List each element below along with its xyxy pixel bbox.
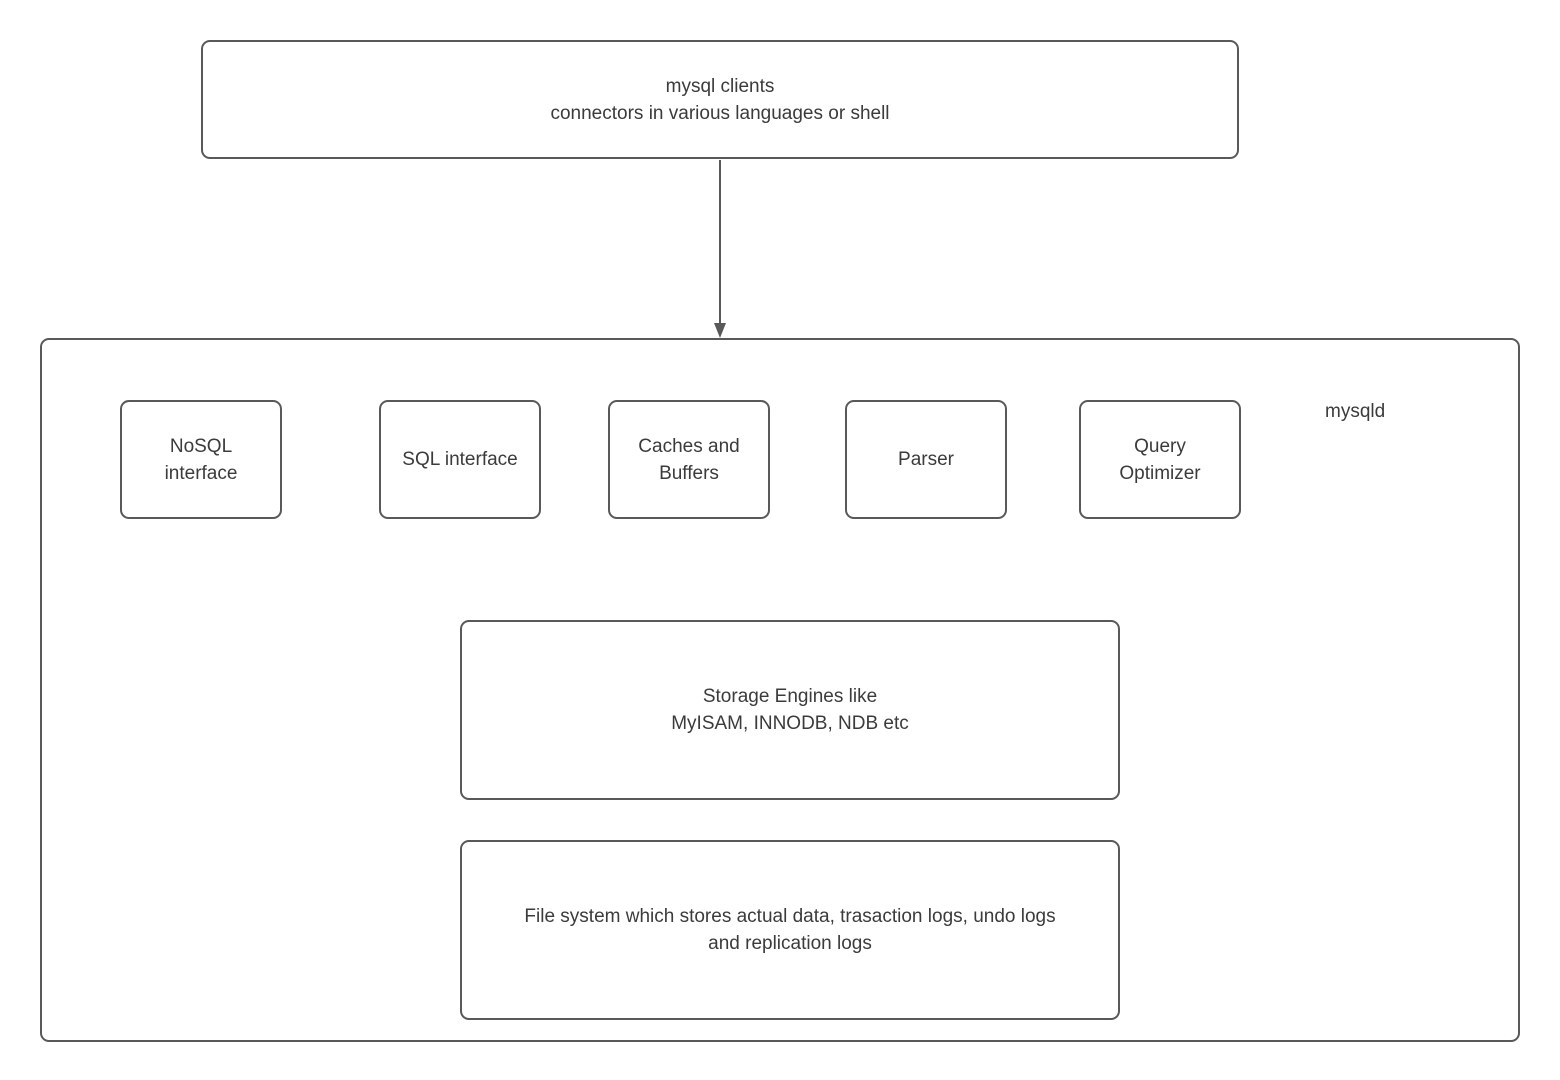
- caches-and-buffers-label-line2: Buffers: [659, 462, 719, 484]
- node-query-optimizer: Query Optimizer: [1079, 400, 1241, 519]
- node-mysqld-container: mysqld NoSQL interface SQL interface Cac…: [40, 338, 1520, 1042]
- nosql-interface-label-line2: interface: [164, 462, 238, 484]
- sql-interface-label-line1: SQL interface: [402, 449, 518, 470]
- query-optimizer-label-line1: Query: [1134, 435, 1186, 457]
- file-system-label-line1: File system which stores actual data, tr…: [524, 906, 1056, 927]
- arrow-clients-to-mysqld-icon: [714, 160, 726, 338]
- storage-engines-label-line1: Storage Engines like: [702, 686, 878, 707]
- node-sql-interface: SQL interface: [379, 400, 541, 519]
- node-file-system: File system which stores actual data, tr…: [460, 840, 1120, 1020]
- node-parser: Parser: [845, 400, 1007, 519]
- mysql-clients-label-line2: connectors in various languages or shell: [550, 102, 890, 124]
- storage-engines-label-line2: MyISAM, INNODB, NDB etc: [671, 713, 909, 734]
- nosql-interface-label-line1: NoSQL: [169, 435, 233, 457]
- query-optimizer-label-line2: Optimizer: [1119, 462, 1201, 484]
- caches-and-buffers-label-line1: Caches and: [638, 435, 740, 457]
- node-nosql-interface: NoSQL interface: [120, 400, 282, 519]
- mysql-clients-label-line1: mysql clients: [665, 75, 775, 97]
- node-caches-and-buffers: Caches and Buffers: [608, 400, 770, 519]
- file-system-label-line2: and replication logs: [708, 933, 872, 954]
- node-mysql-clients: mysql clients connectors in various lang…: [201, 40, 1239, 159]
- parser-label-line1: Parser: [898, 449, 954, 470]
- mysqld-label: mysqld: [1325, 401, 1386, 422]
- node-storage-engines: Storage Engines like MyISAM, INNODB, NDB…: [460, 620, 1120, 800]
